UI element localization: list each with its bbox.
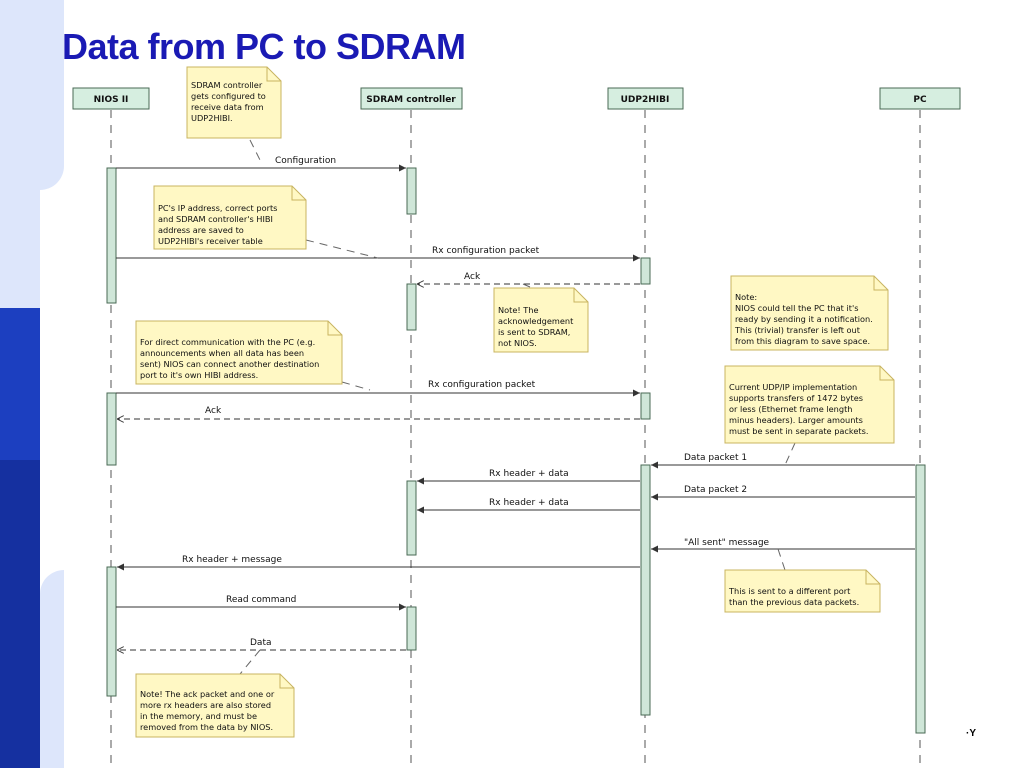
footer-fragment: ·Y (966, 728, 976, 739)
svg-text:Data packet 1: Data packet 1 (684, 453, 747, 463)
lifeline-label-sdram: SDRAM controller (366, 95, 456, 105)
note-sdram-configured: SDRAM controller gets configured to rece… (186, 66, 282, 139)
svg-text:SDRAM controller gets co: SDRAM controller gets configured to rece… (191, 80, 268, 123)
side-decoration-curve-top (40, 0, 64, 190)
message-configuration: Configuration (116, 156, 406, 172)
svg-text:Rx header + message: Rx header + message (182, 555, 282, 565)
activation-nios-1 (106, 167, 117, 304)
svg-text:Ack: Ack (464, 272, 481, 282)
lifeline-head-sdram: SDRAM controller (360, 87, 463, 110)
svg-text:Read command: Read command (226, 595, 296, 605)
message-rx-header-data-1: Rx header + data (417, 469, 640, 485)
svg-text:Note: NIOS could tell th: Note: NIOS could tell the PC that it's r… (734, 292, 875, 346)
message-all-sent: "All sent" message (651, 538, 915, 553)
side-decoration-light-top (0, 0, 40, 308)
note-different-port: This is sent to a different port than th… (724, 569, 881, 613)
activation-sdram-2 (406, 283, 417, 331)
note-nios-notification: Note: NIOS could tell the PC that it's r… (730, 275, 889, 351)
svg-text:Current UDP/IP implementation: Current UDP/IP implementation supports t… (729, 382, 868, 436)
activation-nios-2 (106, 392, 117, 466)
message-rx-header-message: Rx header + message (117, 555, 640, 571)
svg-text:Note! The acknowledgemen: Note! The acknowledgement is sent to SDR… (498, 305, 576, 348)
lifeline-label-pc: PC (913, 95, 927, 105)
svg-text:Rx configuration packet: Rx configuration packet (432, 246, 540, 256)
activation-udp-1 (640, 257, 651, 285)
message-ack-2: Ack (117, 406, 640, 419)
lifeline-head-pc: PC (879, 87, 961, 110)
svg-text:Configuration: Configuration (275, 156, 336, 166)
activation-sdram-1 (406, 167, 417, 215)
lifeline-head-udp: UDP2HIBI (607, 87, 684, 110)
svg-text:"All sent" message: "All sent" message (684, 538, 770, 548)
side-decoration-curve-bottom (40, 570, 64, 768)
svg-text:For direct communication with: For direct communication with the PC (e.… (140, 337, 322, 380)
svg-text:Rx configuration packet: Rx configuration packet (428, 380, 536, 390)
svg-text:Ack: Ack (205, 406, 222, 416)
activation-udp-2 (640, 392, 651, 420)
svg-text:Data: Data (250, 638, 272, 648)
svg-text:Rx header + data: Rx header + data (489, 469, 569, 479)
activation-pc-1 (915, 464, 926, 734)
note-udp-limit: Current UDP/IP implementation supports t… (724, 365, 895, 444)
svg-text:Rx header + data: Rx header + data (489, 498, 569, 508)
note-receiver-table: PC's IP address, correct ports and SDRAM… (153, 185, 307, 250)
svg-text:Note! The ack packet and one o: Note! The ack packet and one or more rx … (140, 689, 277, 732)
message-read-command: Read command (116, 595, 406, 611)
message-ack-1: Ack (417, 272, 640, 284)
note-connectors (239, 139, 796, 675)
lifeline-head-nios: NIOS II (72, 87, 150, 110)
svg-text:PC's IP address, correct ports: PC's IP address, correct ports and SDRAM… (158, 203, 280, 246)
svg-text:This is sent to a different po: This is sent to a different port than th… (728, 586, 859, 607)
slide-title: Data from PC to SDRAM (62, 26, 466, 67)
activation-sdram-4 (406, 606, 417, 651)
message-data: Data (117, 638, 406, 650)
message-data-packet-2: Data packet 2 (651, 485, 915, 501)
svg-text:Data packet 2: Data packet 2 (684, 485, 747, 495)
side-decoration-mid (0, 308, 40, 460)
message-data-packet-1: Data packet 1 (651, 453, 915, 469)
side-decoration-dark (0, 460, 40, 768)
note-ack-to-sdram: Note! The acknowledgement is sent to SDR… (493, 287, 589, 353)
message-rx-config-2: Rx configuration packet (116, 380, 640, 397)
note-ack-in-memory: Note! The ack packet and one or more rx … (135, 673, 295, 738)
message-rx-header-data-2: Rx header + data (417, 498, 640, 514)
activation-nios-3 (106, 566, 117, 697)
activation-sdram-3 (406, 480, 417, 556)
lifeline-label-udp: UDP2HIBI (621, 95, 670, 105)
activation-udp-3 (640, 464, 651, 716)
activation-bars (106, 167, 926, 734)
lifeline-label-nios: NIOS II (94, 95, 129, 105)
note-direct-communication: For direct communication with the PC (e.… (135, 320, 343, 385)
